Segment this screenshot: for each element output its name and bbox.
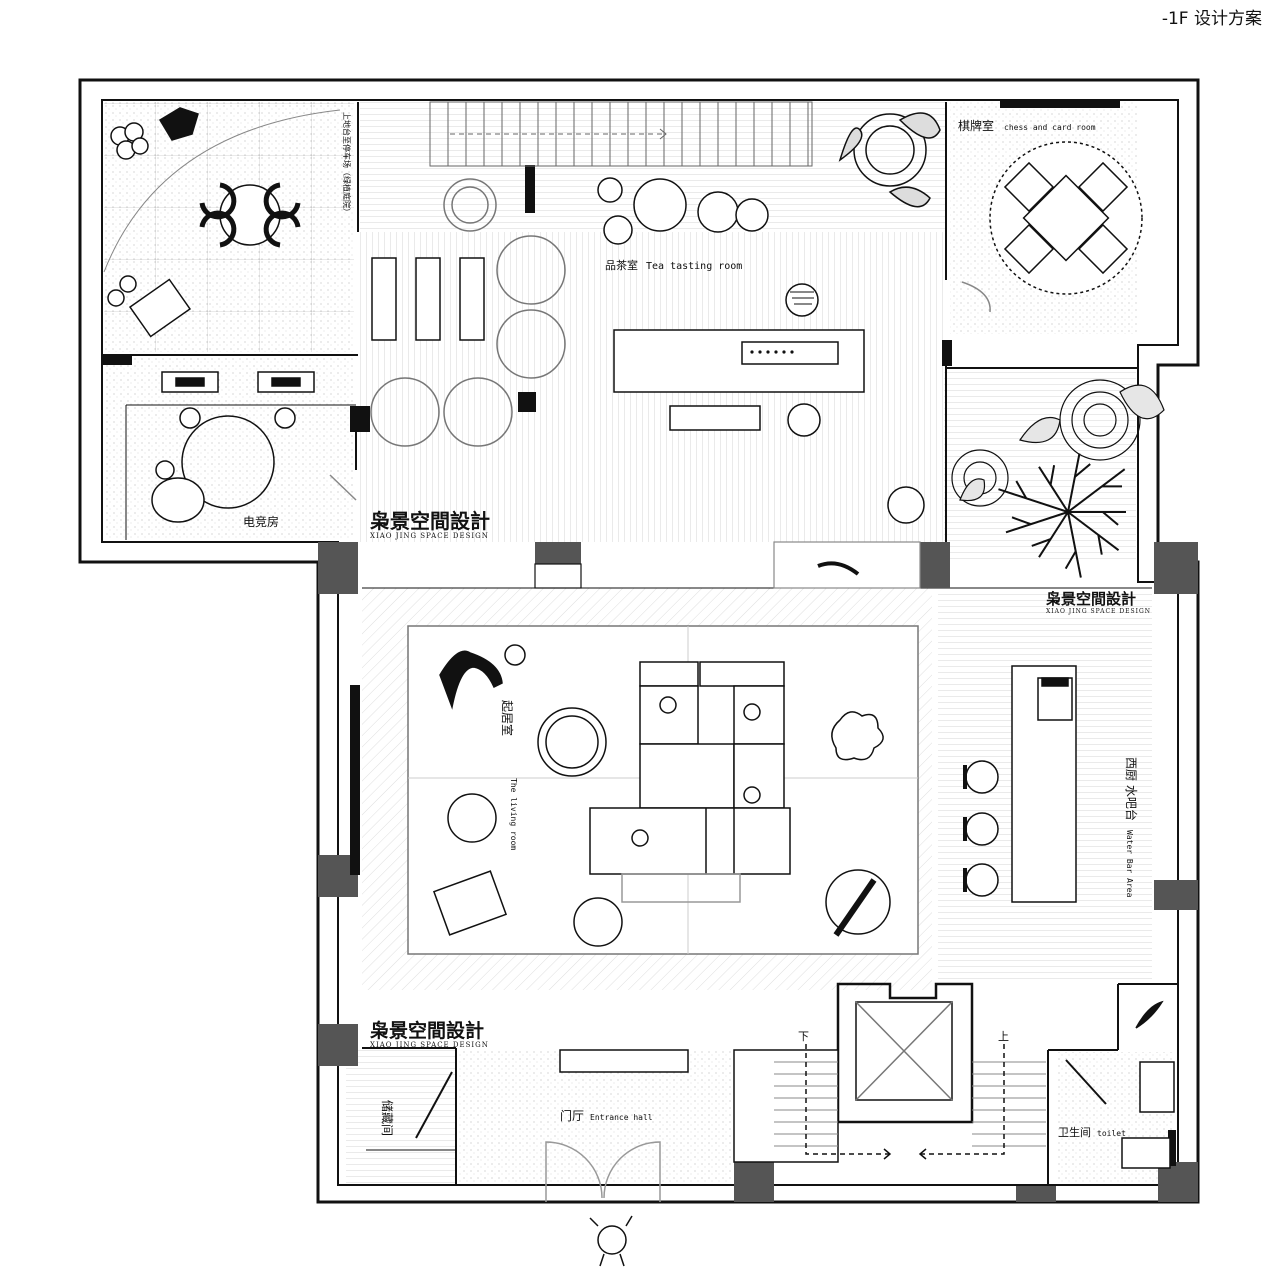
label-toilet-cn: 卫生间 (1058, 1125, 1091, 1139)
sheet-title: -1F 设计方案 (1162, 9, 1262, 29)
label-entrance-en: Entrance hall (590, 1113, 653, 1122)
watermark-1: 枭景空間設計 XIAO JING SPACE DESIGN (370, 509, 490, 540)
tea-room-furniture (370, 112, 941, 524)
label-chess-cn: 棋牌室 (958, 118, 994, 133)
label-stair-up: 上 (998, 1030, 1009, 1043)
watermark-subtitle: XIAO JING SPACE DESIGN (370, 1041, 489, 1049)
watermark-title: 枭景空間設計 (370, 509, 490, 533)
label-bar-en: Water Bar Area (1125, 830, 1134, 898)
label-bar-cn: 西厨 水吧台 (1124, 757, 1139, 821)
living-room-furniture (407, 625, 919, 955)
courtyard-landscape (534, 379, 1165, 589)
label-toilet-en: toilet (1097, 1129, 1126, 1138)
tea-room-stair (429, 101, 813, 167)
label-esports: 电竞房 (243, 514, 279, 529)
watermark-subtitle: XIAO JING SPACE DESIGN (1046, 608, 1151, 615)
interior-walls (102, 102, 1178, 1185)
label-living-cn: 起居室 (500, 700, 515, 736)
water-bar-furniture (963, 665, 1077, 903)
watermark-2: 枭景空間設計 XIAO JING SPACE DESIGN (1045, 590, 1151, 615)
watermark-3: 枭景空間設計 XIAO JING SPACE DESIGN (369, 1019, 489, 1049)
lounge-furniture (103, 107, 357, 523)
watermark-title: 枭景空間設計 (369, 1019, 484, 1042)
room-labels: 电竞房 品茶室 Tea tasting room 棋牌室 chess and c… (243, 112, 1139, 1139)
label-living-en: The living room (509, 778, 518, 850)
wall-stubs (102, 100, 1176, 1166)
stair-core (733, 982, 1046, 1163)
bar-controls (750, 350, 794, 354)
entrance-fixtures (415, 1000, 1175, 1267)
label-entrance-cn: 门厅 (560, 1108, 584, 1123)
label-stair-down: 下 (798, 1030, 809, 1043)
watermark-subtitle: XIAO JING SPACE DESIGN (370, 532, 489, 540)
label-stair-note: 上地台至停车场（绿植庭院） (342, 112, 352, 216)
label-storage: 储藏间 (380, 1100, 395, 1136)
label-tea-en: Tea tasting room (646, 261, 742, 272)
chess-room-furniture (961, 141, 1143, 313)
label-chess-en: chess and card room (1004, 123, 1096, 132)
label-tea-cn: 品茶室 (605, 258, 638, 272)
sheet-header: -1F 设计方案 (1162, 9, 1262, 29)
watermark-title: 枭景空間設計 (1045, 590, 1136, 608)
